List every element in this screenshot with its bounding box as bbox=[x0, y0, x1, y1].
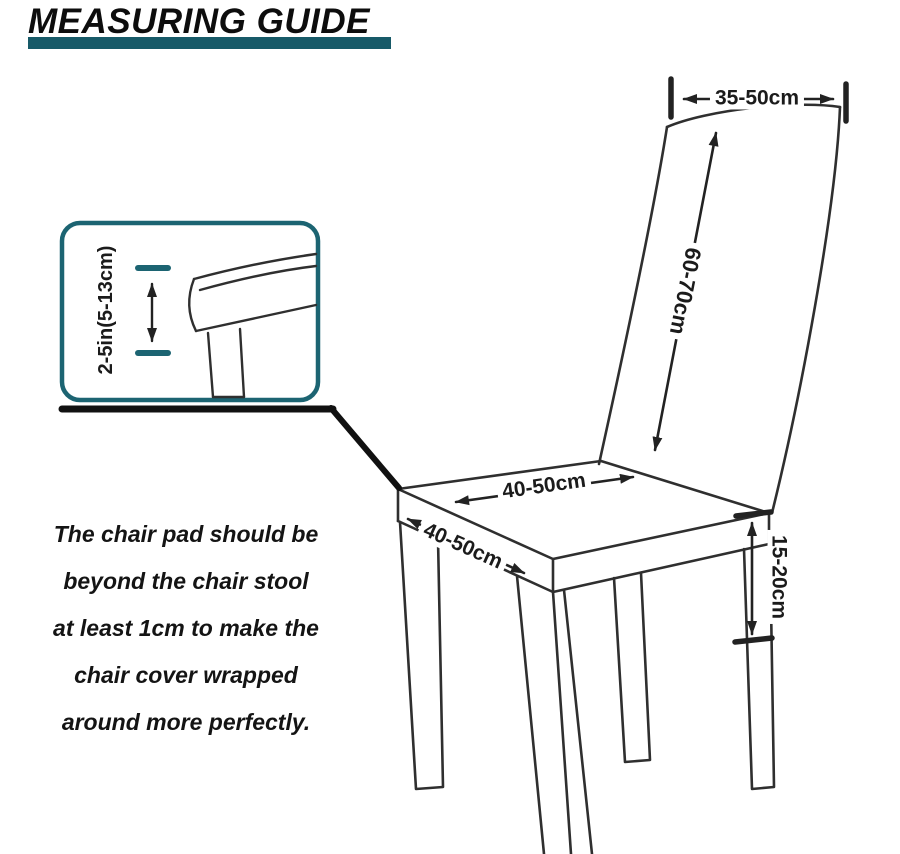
note-line: The chair pad should be bbox=[53, 521, 319, 547]
note-line: around more perfectly. bbox=[61, 709, 311, 735]
note-paragraph: The chair pad should be beyond the chair… bbox=[30, 511, 342, 746]
note-line: beyond the chair stool bbox=[63, 568, 309, 594]
page-title: MEASURING GUIDE bbox=[28, 2, 370, 41]
note-line: at least 1cm to make the bbox=[53, 615, 319, 641]
measurement-side-height: 15-20cm bbox=[767, 529, 791, 625]
measurement-inset-overlap: 2-5in(5-13cm) bbox=[95, 245, 117, 375]
inset-detail-box bbox=[59, 220, 321, 403]
note-line: chair cover wrapped bbox=[74, 662, 298, 688]
measurement-top-width: 35-50cm bbox=[709, 86, 805, 110]
inset-pointer-line bbox=[58, 405, 402, 491]
title-underline-bar bbox=[28, 37, 391, 49]
